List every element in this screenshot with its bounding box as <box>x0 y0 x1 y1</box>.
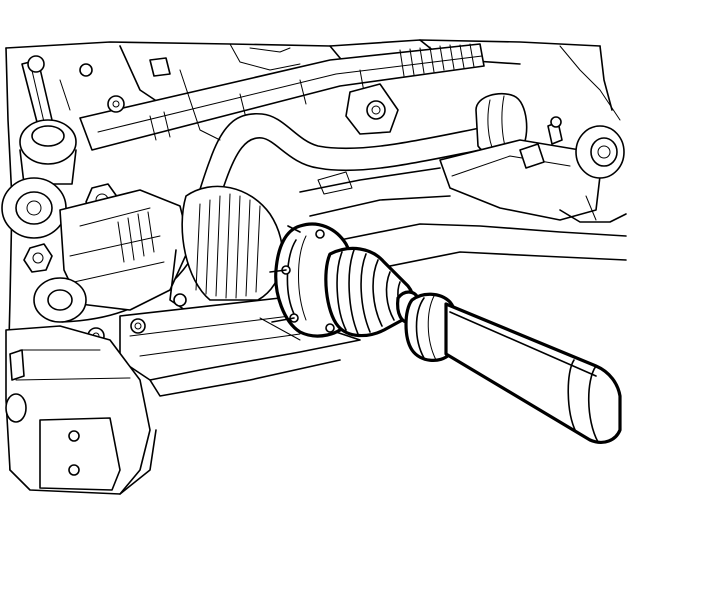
mount-bracket <box>5 325 157 495</box>
transaxle-output <box>169 185 284 321</box>
bolt-head-icon <box>23 243 53 273</box>
steering-gear <box>79 43 485 151</box>
tie-rod-end <box>19 55 77 185</box>
lower-control-arm <box>299 116 627 269</box>
inner-cv-boot <box>324 246 416 338</box>
drive-axle-shaft-with-inner-cv-joint <box>269 222 622 444</box>
fastener-details <box>59 57 353 341</box>
axle-shaft <box>444 302 622 444</box>
engine-mount <box>1 177 191 323</box>
steering-rack-boot <box>399 43 475 77</box>
